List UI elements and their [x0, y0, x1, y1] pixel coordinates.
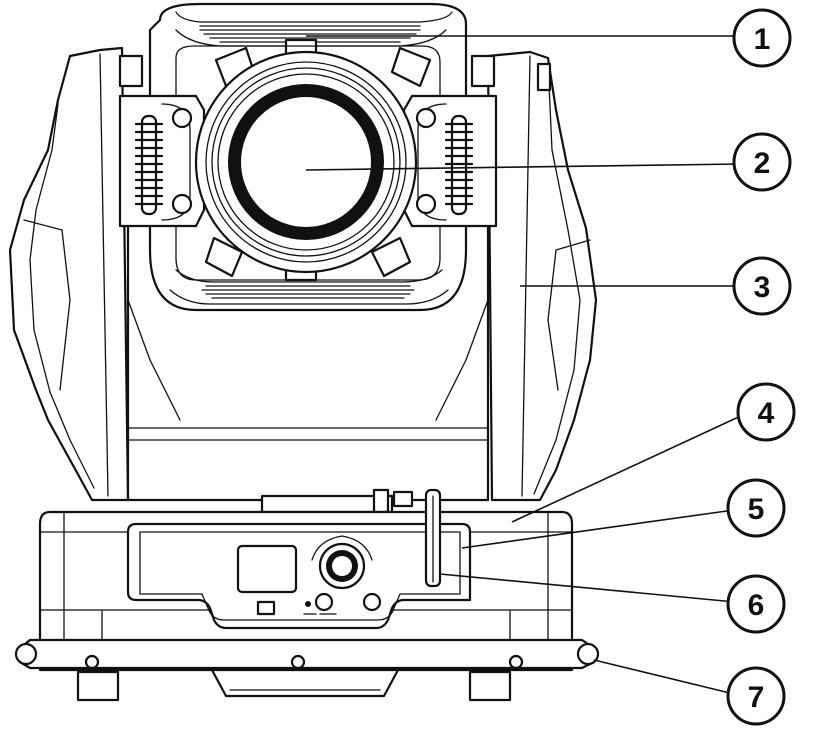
callout-3: 3: [732, 256, 792, 316]
callout-number: 7: [748, 681, 765, 714]
button-left: [314, 592, 334, 612]
callout-number: 2: [754, 147, 771, 180]
callout-circle: [726, 478, 786, 538]
lens-glass: [239, 95, 373, 229]
yoke: [8, 46, 598, 502]
leader-4: [511, 413, 746, 523]
callout-number: 6: [748, 589, 765, 622]
leader-6: [439, 573, 736, 603]
button-right: [362, 592, 382, 612]
right-clamp: [402, 94, 498, 228]
callout-1: 1: [732, 8, 792, 68]
callout-6: 6: [726, 574, 786, 634]
leader-7: [593, 659, 735, 695]
top-vent: [199, 25, 421, 43]
callout-circle: [726, 574, 786, 634]
yoke-left-arm: [8, 46, 130, 502]
left-clamp: [118, 94, 206, 228]
callout-circle: [732, 256, 792, 316]
callout-5: 5: [726, 478, 786, 538]
callout-7: 7: [726, 666, 786, 726]
callout-number: 1: [754, 23, 771, 56]
control-panel: [126, 522, 472, 630]
callout-2: 2: [732, 132, 792, 192]
bottom-vent: [201, 285, 415, 299]
callout-circle: [726, 666, 786, 726]
ir-receiver: [256, 600, 276, 616]
head: [118, 2, 498, 312]
leader-5: [461, 509, 735, 549]
display-screen: [236, 544, 298, 594]
callout-circle: [732, 132, 792, 192]
neck: [260, 488, 414, 514]
callout-number: 4: [758, 397, 775, 430]
lens-assembly: [194, 50, 418, 274]
callout-circle: [736, 382, 796, 442]
callout-4: 4: [736, 382, 796, 442]
yoke-right-arm: [486, 50, 598, 502]
carry-handle: [18, 638, 596, 670]
callout-number: 3: [754, 271, 771, 304]
base: [14, 488, 600, 702]
callout-circle: [732, 8, 792, 68]
leader-2: [305, 163, 741, 171]
leader-lines: [305, 35, 746, 695]
callouts: 1 2 3 4 5 6 7: [726, 8, 796, 726]
callout-number: 5: [748, 493, 765, 526]
